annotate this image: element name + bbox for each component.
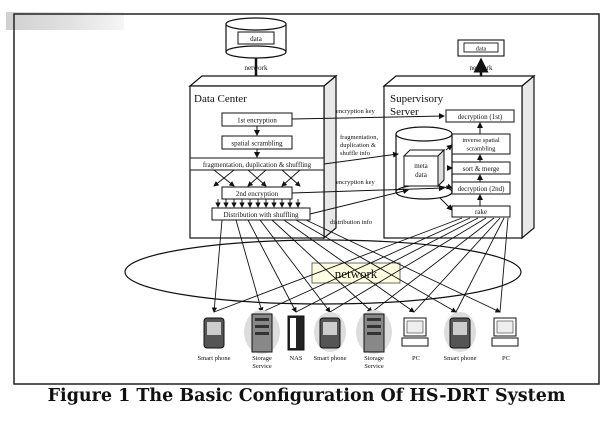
- supervisory-title-2: Server: [390, 106, 419, 118]
- diagram-label: Smart phone: [443, 355, 476, 362]
- right-data-label: data: [476, 46, 487, 53]
- figure-border: [13, 13, 600, 385]
- data-center-title: Data Center: [194, 93, 247, 105]
- server-icon: [244, 310, 280, 354]
- diagram-label: scrambling: [467, 146, 497, 153]
- diagram-label: spatial scrambling: [231, 140, 283, 148]
- diagram-label: PC: [412, 355, 420, 362]
- diagram-label: fragmentation, duplication & shuffling: [203, 161, 312, 169]
- label-frag-1: fragmentation,: [340, 134, 378, 141]
- label-frag-3: shuffle info: [340, 150, 370, 157]
- device-label: Smart phone: [197, 355, 230, 362]
- diagram-label: Storage: [364, 355, 384, 362]
- figure-caption: Figure 1 The Basic Configuration Of HS-D…: [47, 386, 566, 406]
- smartphone-icon: [314, 312, 346, 352]
- pc-icon: [491, 317, 519, 347]
- meta-label-2: data: [415, 171, 428, 179]
- meta-label-1: meta: [414, 162, 428, 170]
- smartphone-icon: [444, 312, 476, 352]
- label-encryption-key-1: encryption key: [336, 108, 376, 115]
- diagram-label: PC: [502, 355, 510, 362]
- network-label-box: [311, 262, 401, 284]
- diagram-label: Service: [252, 363, 272, 370]
- label-encryption-key-2: encryption key: [336, 179, 376, 186]
- shuffle-arrows: [213, 169, 301, 187]
- diagram-label: Storage: [252, 355, 272, 362]
- supervisory-title-1: Supervisory: [390, 93, 444, 105]
- left-data-cylinder: data: [225, 17, 287, 59]
- diagram-label: decryption (2nd): [458, 185, 506, 193]
- network-label: network: [335, 266, 378, 281]
- label-distribution-info: distribution info: [330, 219, 372, 226]
- diagram-label: rake: [475, 208, 487, 216]
- meta-data-cylinder: meta data: [395, 126, 453, 200]
- cross-arrows: [291, 113, 453, 215]
- diagram-label: 1st encryption: [237, 117, 277, 125]
- diagram-label: decryption (1st): [458, 113, 503, 121]
- distribution-arrows: [215, 199, 301, 208]
- pc-icon: [401, 317, 429, 347]
- diagram-label: NAS: [289, 355, 302, 362]
- label-frag-2: duplication &: [340, 142, 376, 149]
- diagram-label: sort & merge: [463, 165, 500, 173]
- diagram-label: Distribution with shuffling: [224, 211, 299, 219]
- step-rake: [451, 205, 511, 218]
- diagram-label: 2nd encryption: [236, 190, 279, 198]
- distribution-lines: [211, 217, 509, 313]
- diagram-label: Service: [364, 363, 384, 370]
- diagram-label: inverse spatial: [462, 137, 500, 144]
- nas-icon: [287, 315, 305, 351]
- left-data-label: data: [250, 35, 263, 43]
- smartphone-icon: [203, 317, 225, 349]
- scan-smudge: [6, 12, 124, 30]
- server-icon: [356, 310, 392, 354]
- right-data-cylinder: data: [457, 39, 505, 57]
- diagram-label: Smart phone: [313, 355, 346, 362]
